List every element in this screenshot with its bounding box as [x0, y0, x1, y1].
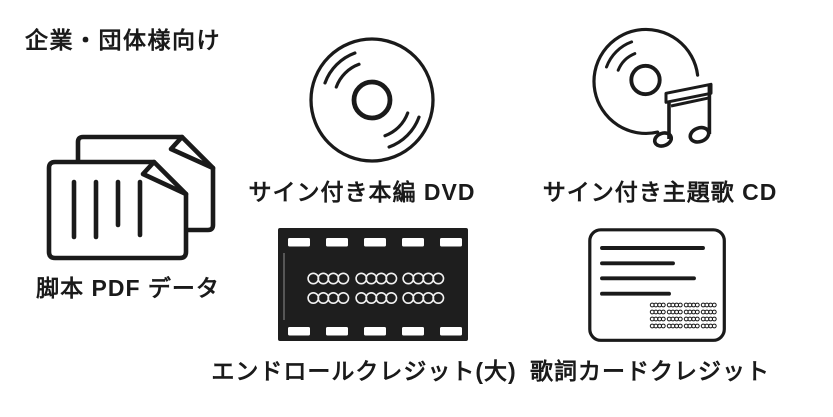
lyrics-credit-label: 歌詞カードクレジット [530, 358, 770, 384]
script-pdf-label: 脚本 PDF データ [36, 275, 220, 301]
page-title: 企業・団体様向け [25, 27, 221, 53]
main-dvd-label: サイン付き本編 DVD [248, 179, 476, 205]
lyrics-card-icon [588, 228, 726, 342]
theme-song-cd-label: サイン付き主題歌 CD [542, 179, 778, 205]
dvd-disc-icon [309, 37, 435, 163]
film-strip-icon [278, 228, 468, 341]
cd-music-note-icon [592, 27, 713, 148]
endroll-credit-label: エンドロールクレジット(大) [211, 358, 517, 384]
documents-icon [46, 134, 216, 261]
